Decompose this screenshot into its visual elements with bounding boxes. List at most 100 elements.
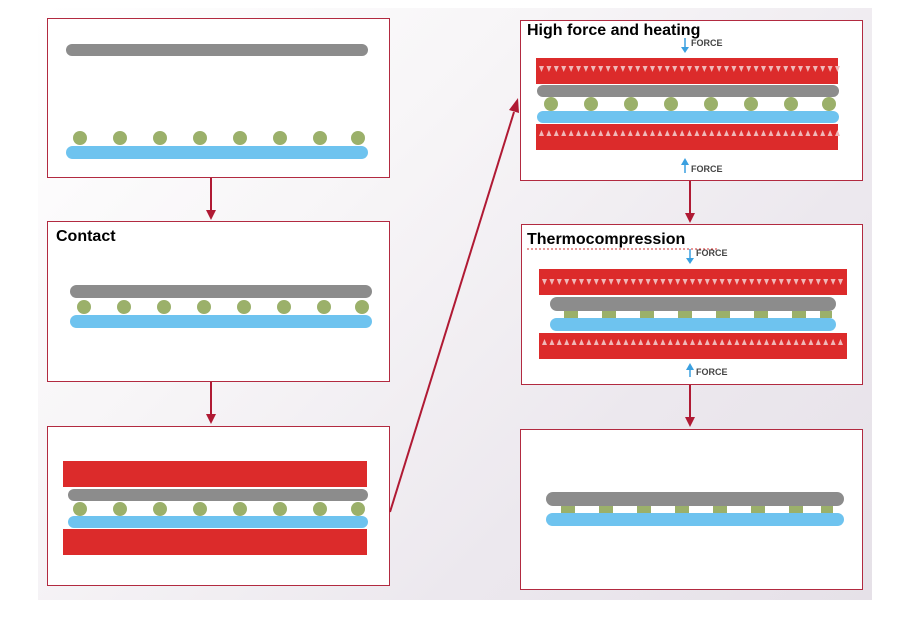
substrate — [70, 315, 372, 328]
heater-triangle-icon — [835, 66, 840, 72]
heater-triangle-icon — [716, 130, 722, 136]
heater-triangle-icon — [675, 279, 681, 285]
heater-triangles-top — [542, 279, 843, 285]
heater-triangle-icon — [764, 339, 769, 345]
heater-triangle-icon — [801, 279, 806, 285]
heater-triangle-icon — [679, 130, 685, 136]
heater-triangle-icon — [546, 66, 552, 72]
heater-triangle-icon — [579, 279, 584, 285]
force-label-top: FORCE — [691, 38, 723, 48]
heater-triangle-icon — [620, 66, 626, 72]
panel-high-force: High force and heating FORCE FORCE — [520, 20, 863, 181]
heater-triangle-icon — [741, 279, 747, 285]
heater-triangle-icon — [650, 130, 655, 136]
heater-triangle-icon — [709, 130, 715, 136]
heater-triangle-icon — [579, 339, 584, 345]
heater-triangle-icon — [627, 66, 633, 72]
heater-triangle-icon — [756, 339, 762, 345]
heater-triangle-icon — [753, 66, 759, 72]
panel-initial — [47, 18, 390, 178]
panel-contact-title: Contact — [56, 228, 116, 245]
heater-triangle-icon — [561, 66, 567, 72]
heater-triangle-icon — [815, 339, 821, 345]
heater-triangle-icon — [667, 339, 673, 345]
heater-triangle-icon — [764, 279, 769, 285]
heater-triangle-icon — [598, 130, 604, 136]
panel-thermocompression: Thermocompression FORCE FORCE — [521, 224, 863, 385]
heater-triangle-icon — [731, 130, 737, 136]
heater-triangle-icon — [571, 279, 577, 285]
heater-triangle-icon — [709, 66, 715, 72]
heater-triangle-icon — [553, 130, 559, 136]
heater-triangle-icon — [749, 279, 755, 285]
heater-triangle-icon — [601, 339, 607, 345]
heater-triangle-icon — [801, 339, 806, 345]
substrate — [68, 516, 368, 528]
heater-triangle-icon — [827, 130, 833, 136]
heater-triangle-icon — [556, 279, 562, 285]
bumps — [544, 97, 836, 111]
heater-triangle-icon — [593, 279, 599, 285]
bumps — [73, 131, 365, 145]
heater-triangle-icon — [653, 279, 658, 285]
panel-heaters-graphic — [63, 461, 368, 555]
heater-triangle-icon — [593, 339, 599, 345]
heater-triangle-icon — [756, 279, 762, 285]
force-label-bottom: FORCE — [691, 164, 723, 174]
heater-triangle-icon — [830, 339, 836, 345]
panel-heaters — [47, 426, 390, 586]
heater-triangle-icon — [660, 279, 666, 285]
heater-triangle-icon — [556, 339, 562, 345]
heater-triangle-icon — [812, 130, 818, 136]
heater-triangle-icon — [761, 66, 766, 72]
heater-triangle-icon — [627, 130, 633, 136]
heater-triangle-icon — [783, 66, 789, 72]
heater-triangle-icon — [672, 130, 678, 136]
heater-triangle-icon — [635, 66, 641, 72]
heater-triangle-icon — [712, 279, 718, 285]
heater-top — [536, 58, 838, 84]
heater-triangle-icon — [605, 66, 611, 72]
heater-triangle-icon — [539, 130, 544, 136]
heater-triangle-icon — [657, 130, 663, 136]
heater-bottom — [63, 529, 367, 555]
heater-triangle-icon — [820, 66, 826, 72]
heater-triangle-icon — [542, 339, 547, 345]
heater-triangle-icon — [613, 66, 618, 72]
heater-triangle-icon — [657, 66, 663, 72]
heater-triangle-icon — [790, 130, 796, 136]
chip — [550, 297, 836, 311]
heater-triangle-icon — [835, 130, 840, 136]
heater-triangle-icon — [564, 279, 570, 285]
heater-triangle-icon — [716, 66, 722, 72]
heater-triangle-icon — [616, 279, 621, 285]
heater-triangle-icon — [738, 130, 744, 136]
heater-triangle-icon — [771, 279, 777, 285]
force-label-top: FORCE — [696, 248, 728, 258]
panel-contact-graphic — [70, 285, 372, 328]
heater-triangle-icon — [746, 130, 752, 136]
heater-triangle-icon — [775, 130, 781, 136]
heater-triangle-icon — [812, 66, 818, 72]
heater-triangle-icon — [805, 130, 811, 136]
heater-triangle-icon — [838, 339, 843, 345]
heater-triangle-icon — [623, 339, 629, 345]
heater-triangle-icon — [679, 66, 685, 72]
heater-triangle-icon — [590, 66, 596, 72]
heater-triangle-icon — [660, 339, 666, 345]
heater-triangle-icon — [712, 339, 718, 345]
heater-triangle-icon — [805, 66, 811, 72]
force-label-bottom: FORCE — [696, 367, 728, 377]
chip — [70, 285, 372, 298]
heater-triangle-icon — [576, 130, 581, 136]
heater-triangle-icon — [653, 339, 658, 345]
flattened-bumps — [564, 311, 832, 318]
chip — [537, 85, 839, 97]
heater-triangle-icon — [568, 66, 574, 72]
panel-thermocompression-title: Thermocompression — [527, 231, 686, 248]
heater-triangle-icon — [650, 66, 655, 72]
heater-triangle-icon — [775, 66, 781, 72]
heater-triangle-icon — [682, 339, 688, 345]
heater-triangle-icon — [727, 339, 732, 345]
heater-triangle-icon — [645, 279, 651, 285]
